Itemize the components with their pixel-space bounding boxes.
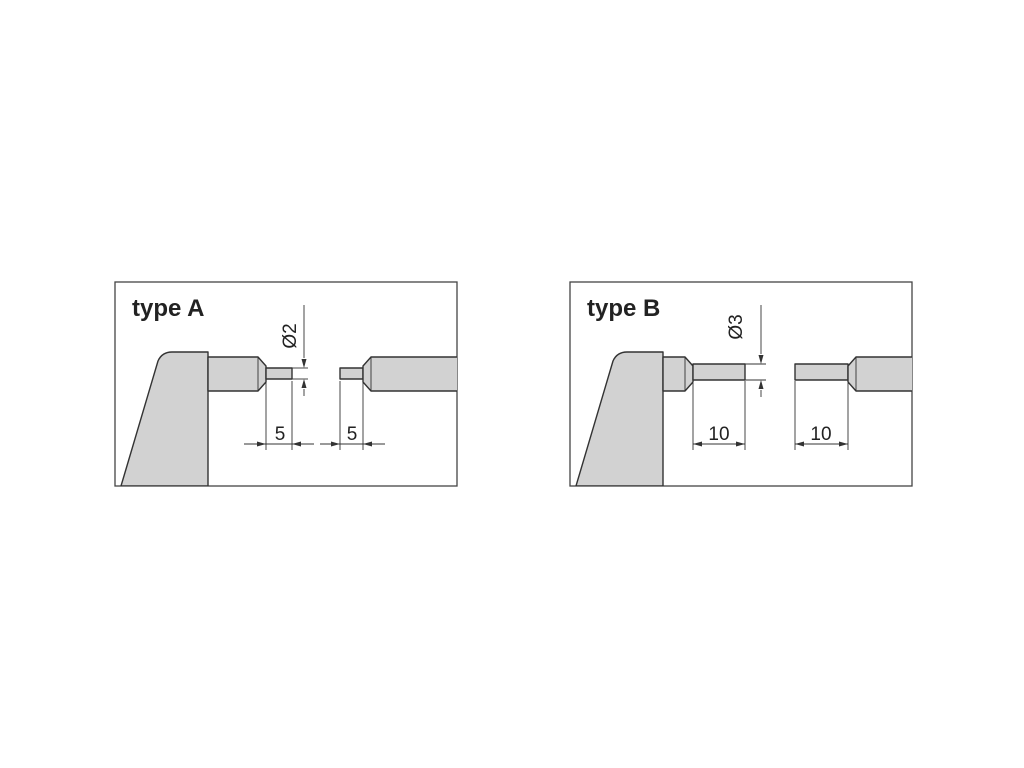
panel-b-spindle-tip	[794, 363, 849, 381]
panel-type-a: Ø2 5 5 type A	[114, 281, 458, 487]
panel-a-title: type A	[132, 295, 204, 322]
panel-a-diameter-label: Ø2	[280, 323, 301, 348]
panel-b-diameter-label: Ø3	[726, 314, 747, 339]
panel-a-right-length-dimension	[320, 381, 385, 450]
panel-a-anvil-tip	[265, 367, 293, 380]
panel-a-spindle-tip	[339, 367, 364, 380]
panel-b-right-length-dimension	[794, 381, 849, 450]
panel-a-diameter-dimension	[292, 305, 308, 396]
panel-b-spindle-body	[847, 356, 912, 392]
panel-b-left-length-dimension	[692, 381, 746, 450]
panel-b-title: type B	[587, 295, 660, 322]
panel-a-anvil-frame	[120, 351, 209, 486]
panel-a-spindle-body	[362, 356, 457, 392]
panel-a-anvil-body	[207, 356, 267, 392]
panel-b-anvil-body	[662, 356, 694, 392]
panel-a-left-length-label: 5	[275, 424, 286, 445]
panel-a-right-length-label: 5	[347, 424, 358, 445]
panel-b-right-length-label: 10	[810, 424, 831, 445]
panel-a-left-length-dimension	[244, 381, 314, 450]
panel-type-b: Ø3 10 10 type B	[569, 281, 913, 487]
panel-b-diameter-dimension	[745, 305, 766, 397]
panel-b-anvil-tip	[692, 363, 746, 381]
panel-b-left-length-label: 10	[708, 424, 729, 445]
panel-b-anvil-frame	[575, 351, 664, 486]
